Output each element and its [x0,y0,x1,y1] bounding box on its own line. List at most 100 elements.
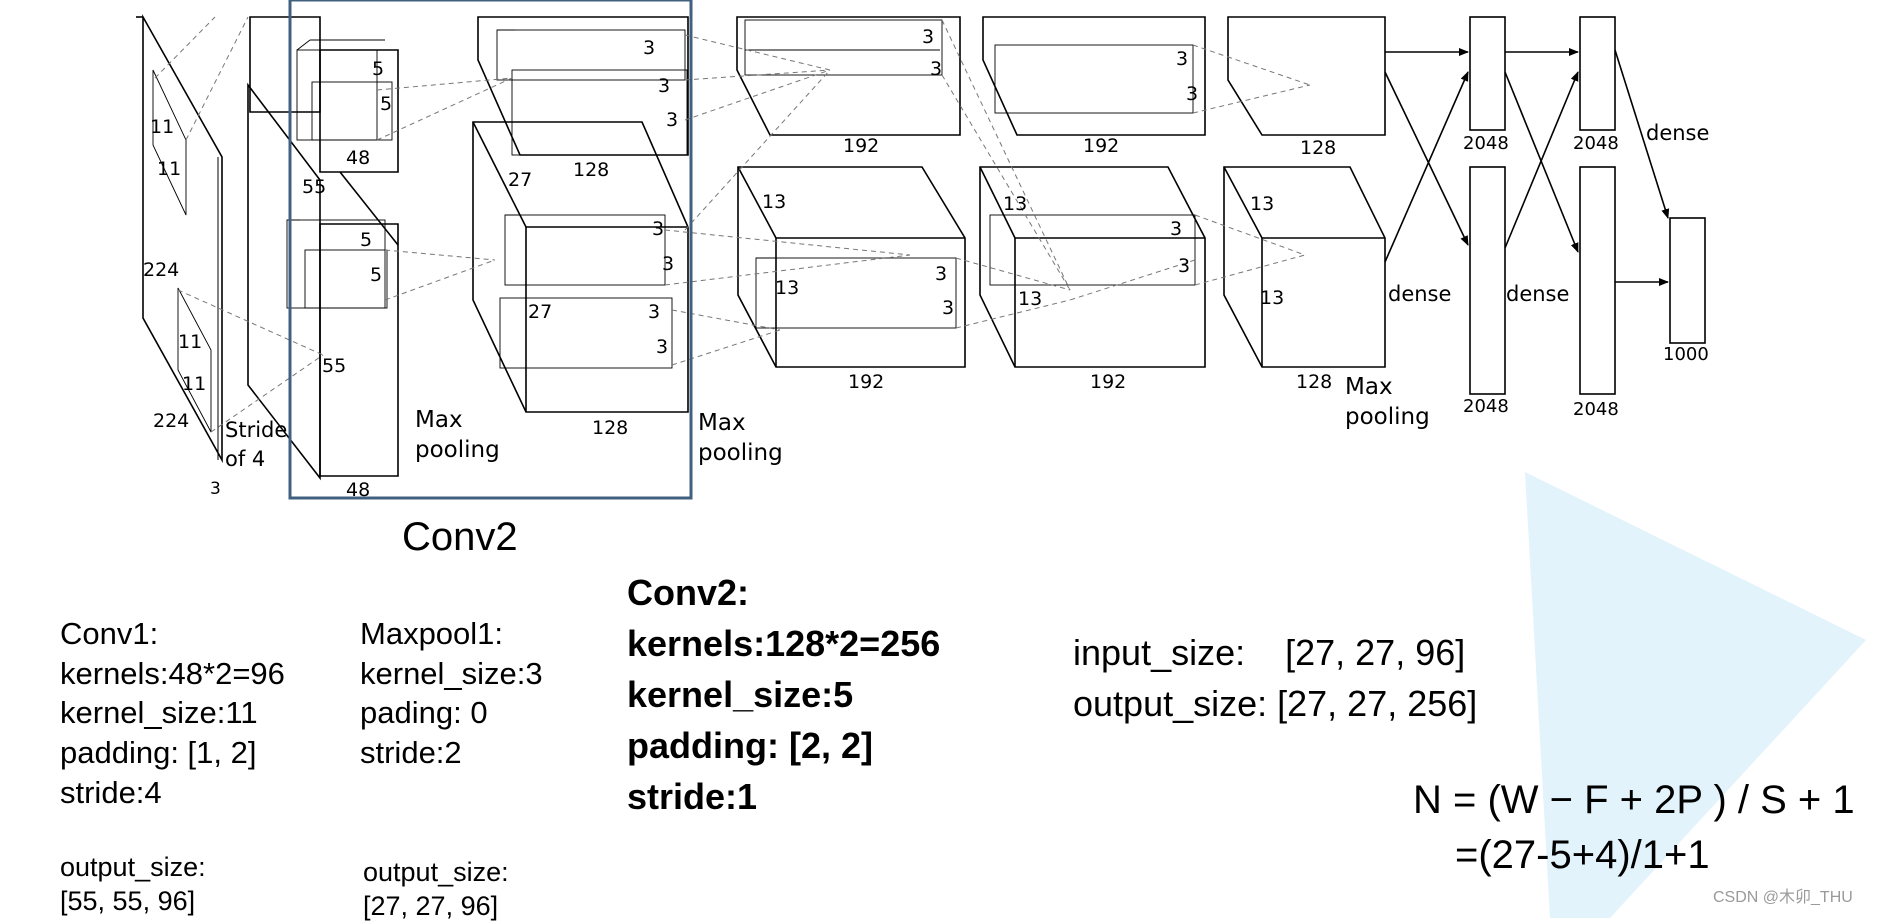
conv3-side: 13 [762,191,786,213]
conv2-inner: 27 [528,301,552,323]
stride-note-1: Stride [225,418,287,442]
maxpool1-note-line: pading: 0 [360,695,488,731]
conv3-bottom-depth: 192 [848,371,884,393]
conv2-note-line: kernels:128*2=256 [627,623,941,665]
conv1-top-volume [249,16,321,113]
conv3-inner: 13 [775,277,799,299]
conv2-k6: 3 [648,301,660,323]
conv2-k1: 3 [643,37,655,59]
maxpool1-note-line: kernel_size:3 [360,655,543,691]
input-size-text: input_size: [27, 27, 96] [1073,632,1466,673]
conv2-highlight-box [288,0,693,500]
pool3-label-2: pooling [1345,404,1430,430]
conv2-note-line: padding: [2, 2] [627,725,873,767]
conv1-output-value: [55, 55, 96] [60,886,196,916]
stride-note-2: of 4 [225,447,265,471]
conv3-k4: 3 [942,297,954,319]
conv4-top-depth: 192 [1083,135,1119,157]
conv4-side: 13 [1003,193,1027,215]
conv3-bottom-volume [737,166,966,368]
conv5-top-depth: 128 [1300,137,1336,159]
maxpool1-output-label: output_size: [363,857,509,887]
input-kernel2-h: 11 [178,331,202,353]
pool1-label-2: pooling [415,437,500,463]
fc7-top-size: 2048 [1573,133,1619,154]
conv2-k3: 3 [666,109,678,131]
conv5-bottom-volume [1223,166,1386,368]
conv2-note-line: Conv2: [627,572,750,613]
conv2-note-line: kernel_size:5 [627,674,854,716]
conv2-bottom-volume [472,121,689,413]
dense-label-a: dense [1388,282,1451,306]
pool3-label-1: Max [1345,374,1393,400]
conv4-inner: 13 [1018,288,1042,310]
input-depth: 3 [210,479,221,499]
conv2-note-line: stride:1 [627,776,758,818]
conv2-k7: 3 [656,336,668,358]
conv1-output-label: output_size: [60,852,206,882]
conv2-side: 27 [508,169,532,191]
maxpool1-note-line: Maxpool1: [360,616,504,651]
pool2-label-1: Max [698,410,746,436]
decor-triangle [1525,472,1866,918]
conv1-side: 55 [302,176,326,198]
input-volume [142,13,223,464]
fc8-output [1669,217,1706,344]
conv4-bottom-volume [979,166,1206,368]
fc7-bottom [1579,166,1616,395]
conv1-note-line: kernels:48*2=96 [60,655,285,691]
pool2-label-2: pooling [698,440,783,466]
conv1-k-bot-a: 5 [360,229,372,251]
conv5-top-volume [1227,16,1386,136]
conv1-k-bot-b: 5 [370,264,382,286]
pool1-label-1: Max [415,407,463,433]
fc6-bottom [1469,166,1506,395]
conv1-note-line: kernel_size:11 [60,695,258,731]
maxpool1-output-value: [27, 27, 96] [363,891,499,921]
conv1-note-line: Conv1: [60,616,159,651]
conv4-k3: 3 [1170,218,1182,240]
conv1-note-line: stride:4 [60,774,162,810]
conv1-inner: 55 [322,355,346,377]
conv5-bottom-depth: 128 [1296,371,1332,393]
fc6-top [1469,16,1506,131]
output-size-text: output_size: [27, 27, 256] [1073,683,1478,724]
highlight-label: Conv2 [402,515,518,559]
conv2-k5: 3 [662,253,674,275]
conv2-top-volume [477,16,689,156]
input-kernel2-w: 11 [182,373,206,395]
conv4-bottom-depth: 192 [1090,371,1126,393]
maxpool1-note-line: stride:2 [360,735,462,771]
fc7-top [1579,16,1616,131]
conv3-k2: 3 [930,58,942,80]
dense-label-b: dense [1506,282,1569,306]
fc8-size: 1000 [1663,344,1709,365]
conv2-top-depth: 128 [573,159,609,181]
conv3-top-depth: 192 [843,135,879,157]
conv4-k2: 3 [1186,83,1198,105]
input-kernel-w: 11 [157,158,181,180]
fc6-top-size: 2048 [1463,133,1509,154]
conv4-top-volume [982,16,1206,136]
maxpool1-note: Maxpool1: kernel_size:3 pading: 0 stride… [360,614,543,773]
conv1-note: Conv1: kernels:48*2=96 kernel_size:11 pa… [60,614,285,812]
conv3-k1: 3 [922,26,934,48]
formula-line-1: N = (W − F + 2P ) / S + 1 [1413,778,1855,822]
input-size-b: 224 [153,410,189,432]
conv1-top-depth: 48 [346,147,370,169]
conv5-inner: 13 [1260,287,1284,309]
conv2-k2: 3 [658,75,670,97]
input-size-a: 224 [143,259,179,281]
conv2-bottom-depth: 128 [592,417,628,439]
conv2-note: Conv2: kernels:128*2=256 kernel_size:5 p… [627,567,940,823]
conv3-top-volume [736,16,961,136]
dense-label-c: dense [1646,121,1709,145]
fc6-bottom-size: 2048 [1463,396,1509,417]
conv1-note-line: padding: [1, 2] [60,735,257,771]
conv4-k1: 3 [1176,48,1188,70]
conv5-side: 13 [1250,193,1274,215]
conv1-bottom-block [319,223,399,477]
conv1-k-top-b: 5 [380,93,392,115]
conv1-k-top-a: 5 [372,58,384,80]
